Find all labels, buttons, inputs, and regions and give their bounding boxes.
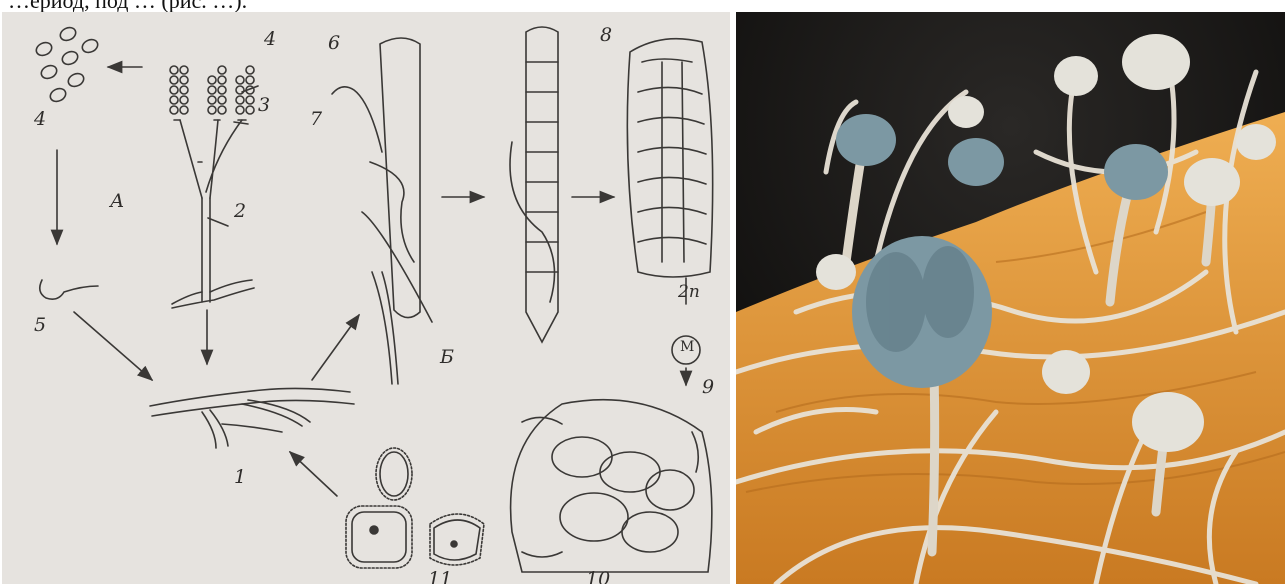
label-a: А: [110, 192, 124, 211]
label-4-chains: 4: [264, 30, 276, 49]
diagram-drawing: [2, 12, 730, 584]
label-10-mature-body: 10: [586, 570, 610, 584]
mold-micrograph: [736, 12, 1285, 584]
label-4-conidia: 4: [34, 110, 46, 129]
label-b: Б: [440, 348, 454, 367]
label-2n: 2n: [678, 284, 700, 301]
label-1-mycelium: 1: [234, 468, 246, 487]
label-9: 9: [702, 378, 714, 397]
conidia-cluster-left: [34, 25, 100, 104]
label-3-phialide: 3: [258, 96, 270, 115]
developing-ascocarp: [510, 27, 558, 342]
label-meiosis: М: [680, 340, 694, 354]
cleistothecium-young: [627, 39, 712, 277]
label-5-spore: 5: [34, 316, 46, 335]
conidiophore: [170, 66, 258, 308]
label-11-ascospores: 11: [428, 570, 452, 584]
mycelium: [150, 388, 354, 448]
cleistothecium-mature: [511, 400, 712, 572]
label-8-young-body: 8: [600, 26, 612, 45]
life-cycle-diagram: 4 4 3 А 2 5 1 6 7 Б 8 2n М 9 11 10: [2, 12, 730, 584]
label-6-ascogonium: 6: [328, 34, 340, 53]
label-2-conidiophore: 2: [234, 202, 246, 221]
ascospores: [346, 448, 484, 568]
germinating-spore: [40, 280, 98, 299]
label-7-antheridium: 7: [310, 110, 322, 129]
micrograph-drawing: [736, 12, 1285, 584]
